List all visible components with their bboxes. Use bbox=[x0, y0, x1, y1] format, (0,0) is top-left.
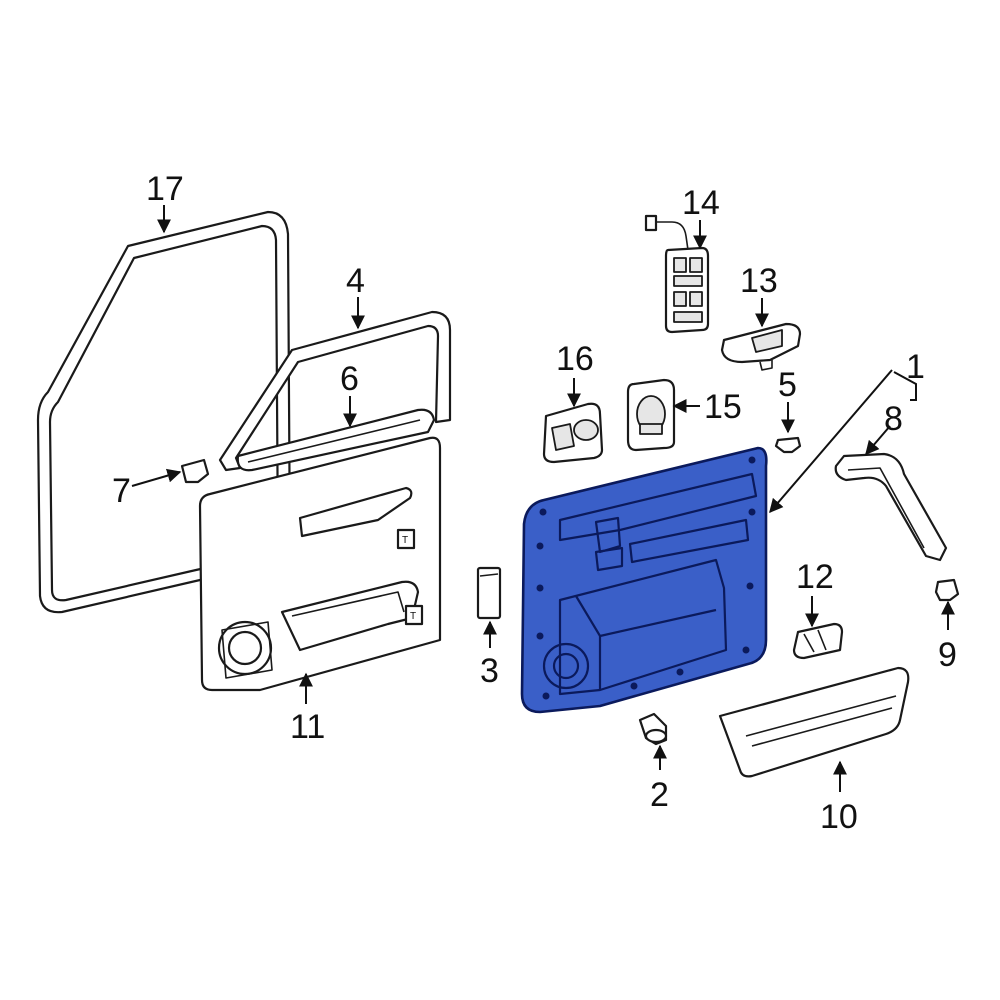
leader-8 bbox=[865, 425, 891, 456]
part-11-door-panel: T T bbox=[198, 436, 442, 692]
callout-2: 2 bbox=[650, 776, 669, 814]
part-16-switch bbox=[542, 402, 604, 464]
panel-tag-lower: T bbox=[410, 611, 416, 622]
callout-16: 16 bbox=[556, 340, 594, 378]
part-12-insert bbox=[792, 622, 844, 660]
leader-7 bbox=[131, 468, 182, 487]
part-3-pad bbox=[476, 566, 502, 620]
callout-6: 6 bbox=[340, 360, 359, 398]
callout-13: 13 bbox=[740, 262, 778, 300]
callout-8: 8 bbox=[884, 400, 903, 438]
part-14-window-switch bbox=[644, 214, 710, 334]
part-5-push-clip bbox=[774, 436, 802, 454]
callout-4: 4 bbox=[346, 262, 365, 300]
part-4-glass-run bbox=[218, 310, 452, 472]
callout-3: 3 bbox=[480, 652, 499, 690]
part-1-door-trim-panel bbox=[520, 446, 768, 714]
part-8-pull-handle bbox=[834, 452, 948, 562]
callout-17: 17 bbox=[146, 170, 184, 208]
part-10-lower-trim bbox=[718, 666, 910, 778]
callout-11: 11 bbox=[290, 708, 325, 746]
part-2-fastener bbox=[638, 712, 668, 746]
leader-1 bbox=[769, 369, 893, 514]
leader-lines bbox=[131, 205, 955, 792]
leader-1-bracket bbox=[893, 371, 917, 401]
callout-14: 14 bbox=[682, 184, 720, 222]
part-13-bezel bbox=[720, 322, 802, 371]
callout-12: 12 bbox=[796, 558, 834, 596]
part-7-clip bbox=[180, 458, 210, 484]
callout-7: 7 bbox=[112, 472, 131, 510]
part-15-handle-housing bbox=[626, 378, 676, 452]
panel-tag-upper: T bbox=[402, 535, 408, 546]
callout-15: 15 bbox=[704, 388, 742, 426]
part-9-cap bbox=[934, 578, 960, 602]
part-6-belt-strip bbox=[236, 408, 436, 472]
callout-9: 9 bbox=[938, 636, 957, 674]
callout-10: 10 bbox=[820, 798, 858, 836]
callout-labels: 17 4 6 7 11 3 14 13 16 15 5 1 8 9 12 2 1… bbox=[112, 170, 957, 836]
callout-1: 1 bbox=[906, 348, 925, 386]
callout-5: 5 bbox=[778, 366, 797, 404]
